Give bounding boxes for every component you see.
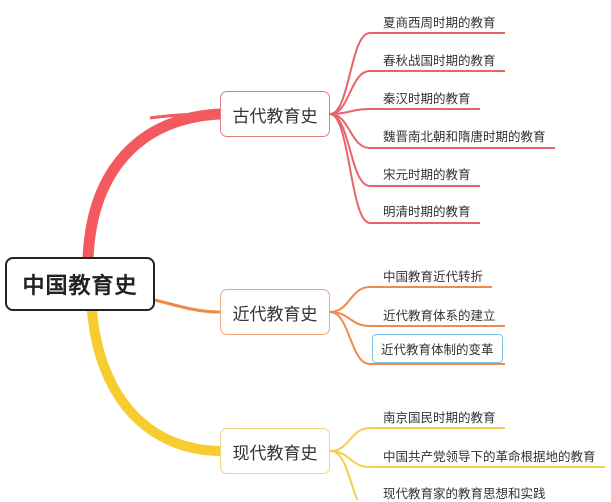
leaf-label: 春秋战国时期的教育 xyxy=(383,53,496,68)
leaf-node[interactable]: 中国共产党领导下的革命根据地的教育 xyxy=(383,446,596,465)
branch-label: 近代教育史 xyxy=(232,304,318,325)
leaf-node[interactable]: 中国教育近代转折 xyxy=(383,266,483,285)
leaf-node[interactable]: 现代教育家的教育思想和实践 xyxy=(383,483,546,502)
branch-node-ancient[interactable]: 古代教育史 xyxy=(220,91,330,137)
leaf-label: 秦汉时期的教育 xyxy=(383,91,471,106)
leaf-node[interactable]: 魏晋南北朝和隋唐时期的教育 xyxy=(383,126,546,145)
leaf-node[interactable]: 春秋战国时期的教育 xyxy=(383,50,496,69)
leaf-label: 中国教育近代转折 xyxy=(383,269,484,284)
leaf-label: 明清时期的教育 xyxy=(383,204,471,219)
leaf-node[interactable]: 近代教育体系的建立 xyxy=(383,305,496,324)
leaf-label: 现代教育家的教育思想和实践 xyxy=(383,486,546,501)
root-node-label: 中国教育史 xyxy=(22,274,138,299)
leaf-node[interactable]: 宋元时期的教育 xyxy=(383,164,471,183)
leaf-label: 近代教育体制的变革 xyxy=(381,342,494,357)
leaf-node[interactable]: 南京国民时期的教育 xyxy=(383,407,496,426)
leaf-node-selected[interactable]: 近代教育体制的变革 xyxy=(372,334,503,363)
leaf-label: 近代教育体系的建立 xyxy=(383,308,496,323)
leaf-node[interactable]: 秦汉时期的教育 xyxy=(383,88,471,107)
leaf-node[interactable]: 夏商西周时期的教育 xyxy=(383,12,496,31)
branch-node-modern-early[interactable]: 近代教育史 xyxy=(220,289,330,335)
leaf-label: 南京国民时期的教育 xyxy=(383,410,496,425)
branch-label: 现代教育史 xyxy=(232,443,318,464)
leaf-label: 宋元时期的教育 xyxy=(383,167,471,182)
branch-node-contemporary[interactable]: 现代教育史 xyxy=(220,428,330,474)
root-node[interactable]: 中国教育史 xyxy=(5,257,155,311)
leaf-label: 夏商西周时期的教育 xyxy=(383,15,496,30)
leaf-label: 中国共产党领导下的革命根据地的教育 xyxy=(383,449,596,464)
branch-label: 古代教育史 xyxy=(232,106,318,127)
leaf-node[interactable]: 明清时期的教育 xyxy=(383,201,471,220)
leaf-label: 魏晋南北朝和隋唐时期的教育 xyxy=(383,129,546,144)
